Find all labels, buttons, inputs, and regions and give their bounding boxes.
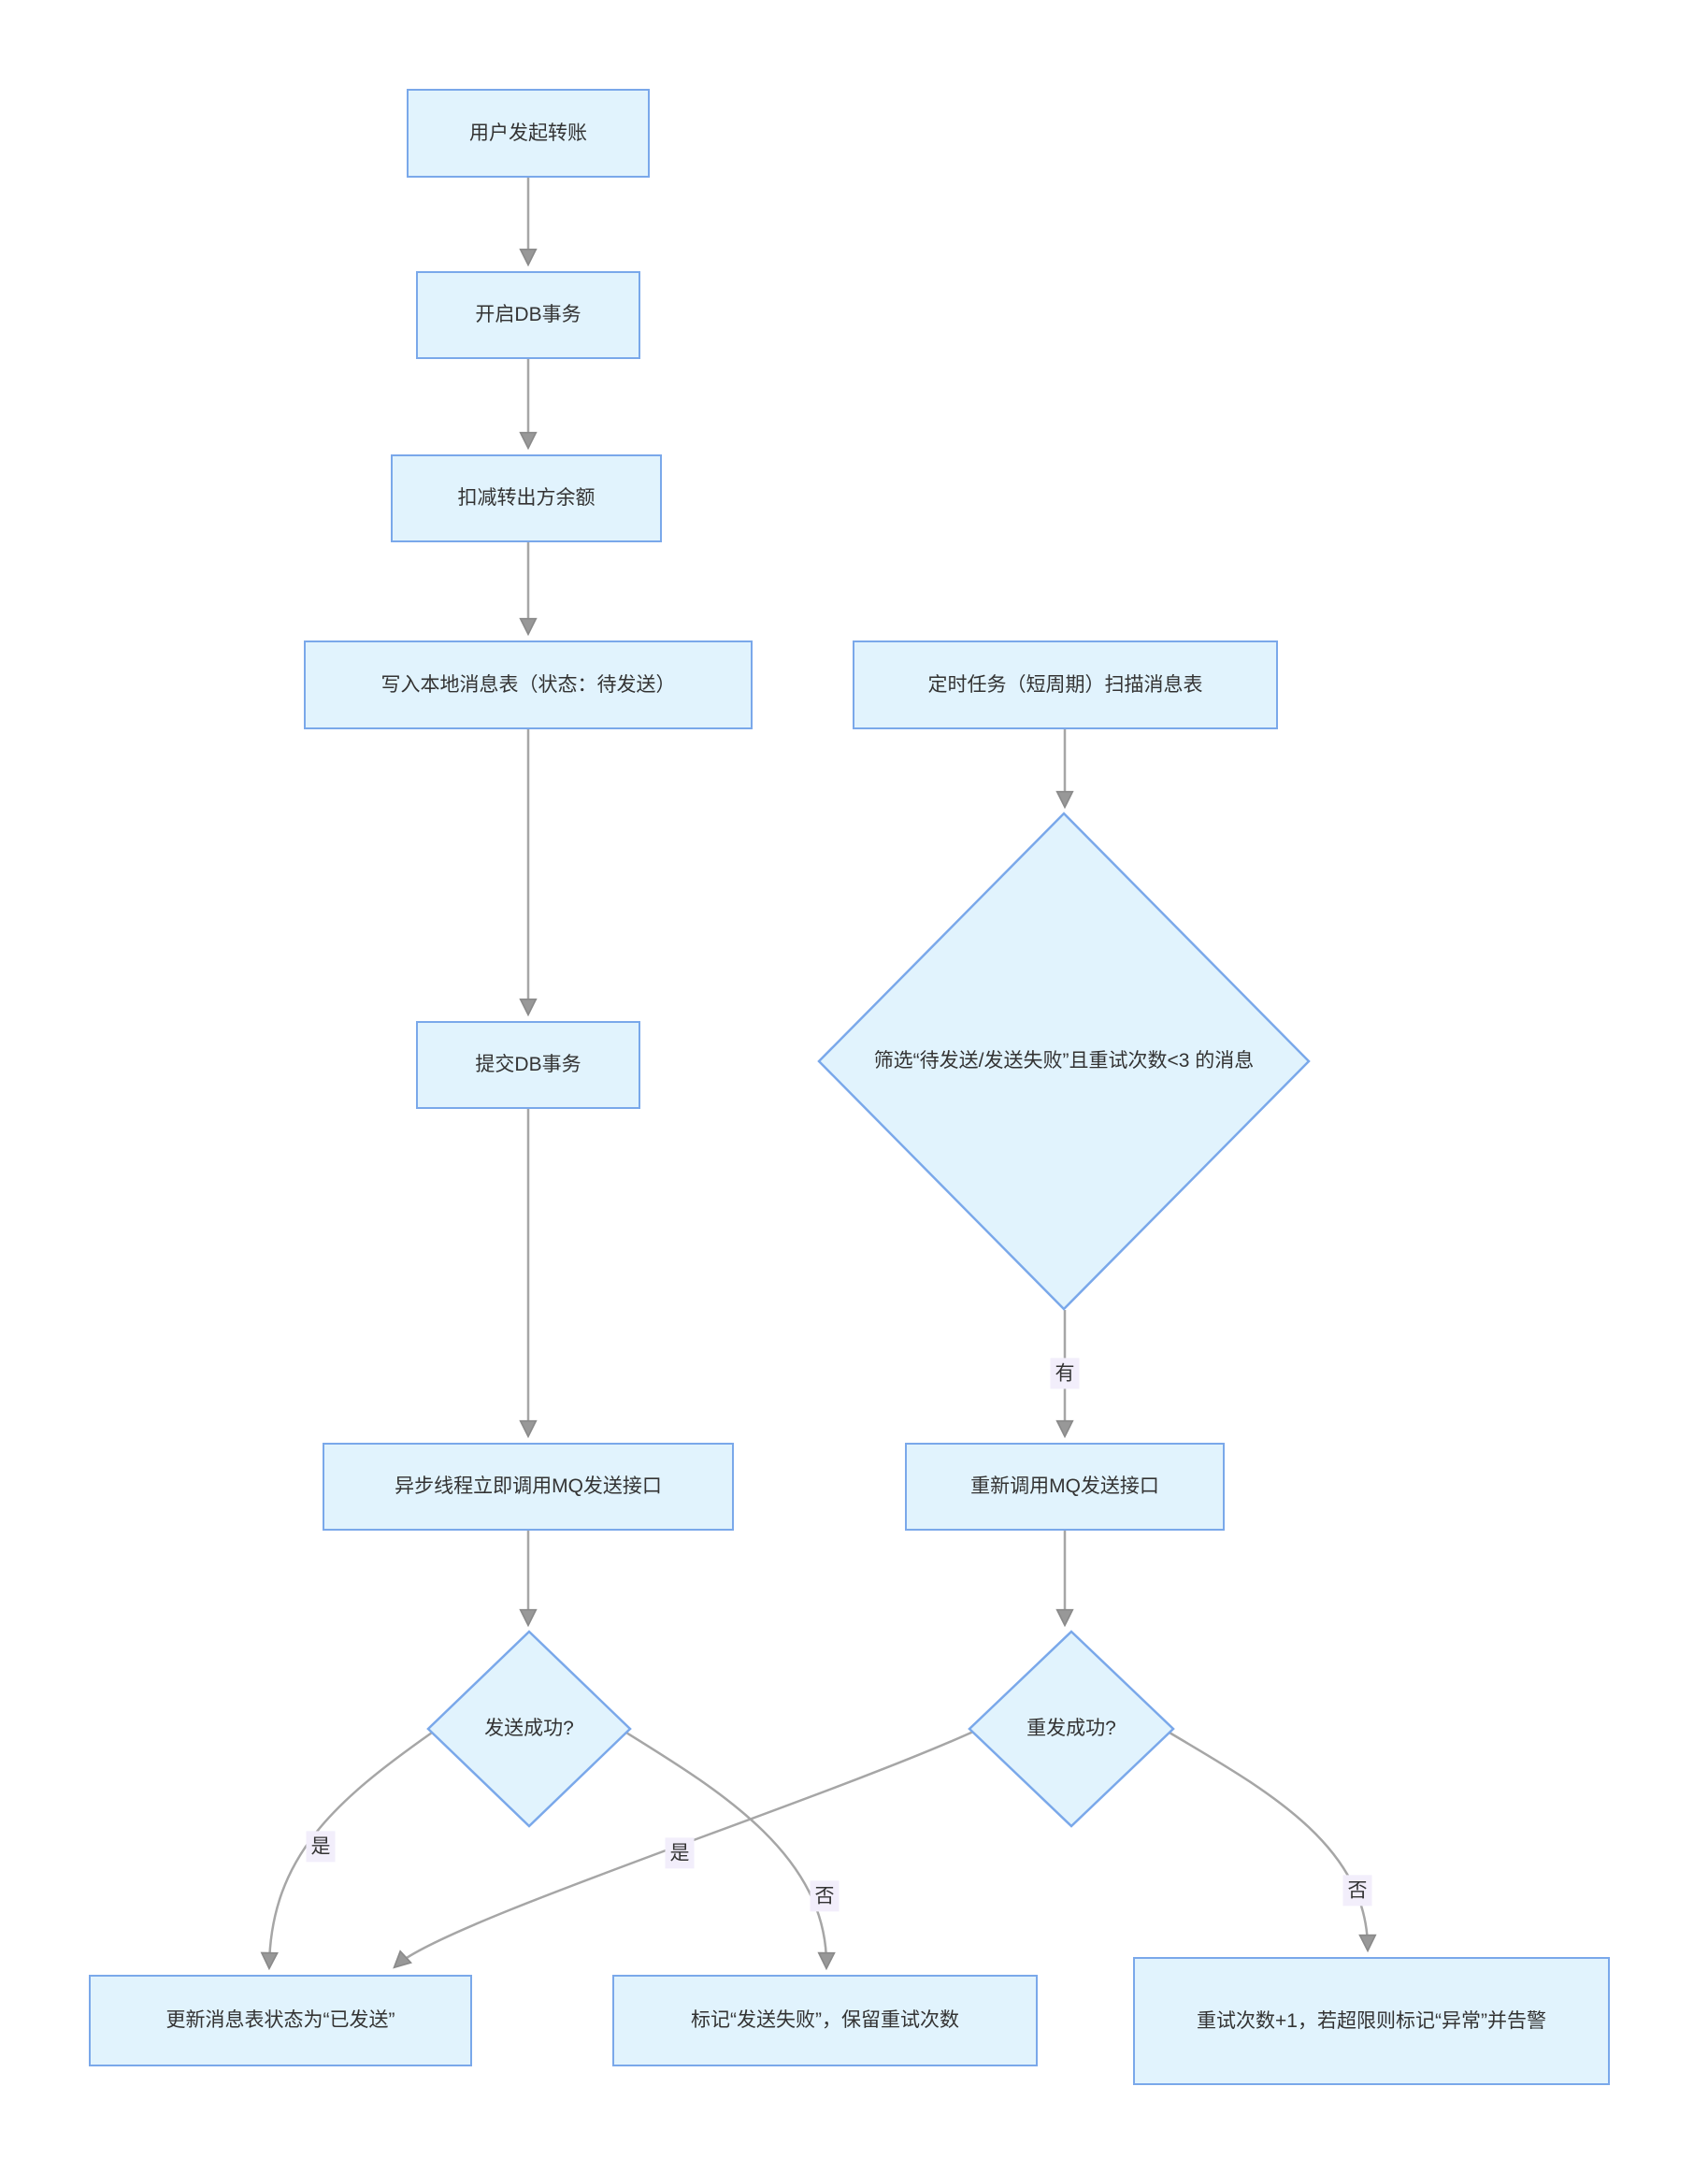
edge-label-no-send: 否 — [810, 1880, 840, 1912]
node-label: 扣减转出方余额 — [457, 487, 596, 510]
decision-send-ok-label: 发送成功? — [484, 1718, 574, 1740]
decision-resend-ok-label: 重发成功? — [1026, 1718, 1116, 1740]
node-label: 重试次数+1，若超限则标记“异常”并告警 — [1197, 2009, 1546, 2032]
edge-send-ok-no-to-mark-fail — [625, 1731, 826, 1965]
node-label: 开启DB事务 — [475, 304, 581, 326]
decision-resend-ok-shape — [968, 1630, 1175, 1828]
node-label: 更新消息表状态为“已发送” — [165, 2009, 395, 2032]
node-open-db-transaction: 开启DB事务 — [416, 271, 640, 359]
node-user-initiates-transfer: 用户发起转账 — [407, 89, 650, 178]
node-label: 用户发起转账 — [469, 122, 587, 144]
decision-filter-shape — [817, 812, 1311, 1311]
node-label: 异步线程立即调用MQ发送接口 — [395, 1475, 662, 1498]
node-label: 写入本地消息表（状态：待发送） — [380, 673, 676, 696]
node-write-local-message-table: 写入本地消息表（状态：待发送） — [304, 640, 753, 729]
edge-label-yes-resend: 是 — [665, 1837, 695, 1869]
node-update-status-sent: 更新消息表状态为“已发送” — [89, 1975, 472, 2066]
node-scheduled-task-scan: 定时任务（短周期）扫描消息表 — [853, 640, 1278, 729]
decision-send-ok-shape — [426, 1630, 632, 1828]
node-deduct-sender-balance: 扣减转出方余额 — [391, 454, 662, 542]
node-label: 重新调用MQ发送接口 — [970, 1475, 1159, 1498]
edge-send-ok-yes-to-update-sent — [269, 1731, 433, 1965]
edge-label-has: 有 — [1050, 1358, 1080, 1389]
edge-resend-ok-yes-to-update-sent — [396, 1730, 974, 1965]
edge-label-yes-send: 是 — [306, 1831, 336, 1863]
edge-label-no-resend: 否 — [1342, 1875, 1372, 1907]
node-commit-db-transaction: 提交DB事务 — [416, 1021, 640, 1109]
node-retry-count-increment: 重试次数+1，若超限则标记“异常”并告警 — [1133, 1957, 1610, 2085]
node-recall-mq-send: 重新调用MQ发送接口 — [905, 1443, 1225, 1531]
edge-resend-ok-no-to-retry-inc — [1169, 1731, 1368, 1948]
node-label: 提交DB事务 — [475, 1054, 581, 1076]
decision-filter-label: 筛选“待发送/发送失败”且重试次数<3 的消息 — [873, 1050, 1255, 1072]
node-mark-send-failed: 标记“发送失败”，保留重试次数 — [612, 1975, 1038, 2066]
node-async-call-mq-send: 异步线程立即调用MQ发送接口 — [323, 1443, 734, 1531]
node-label: 标记“发送失败”，保留重试次数 — [691, 2009, 959, 2032]
node-label: 定时任务（短周期）扫描消息表 — [927, 673, 1203, 696]
